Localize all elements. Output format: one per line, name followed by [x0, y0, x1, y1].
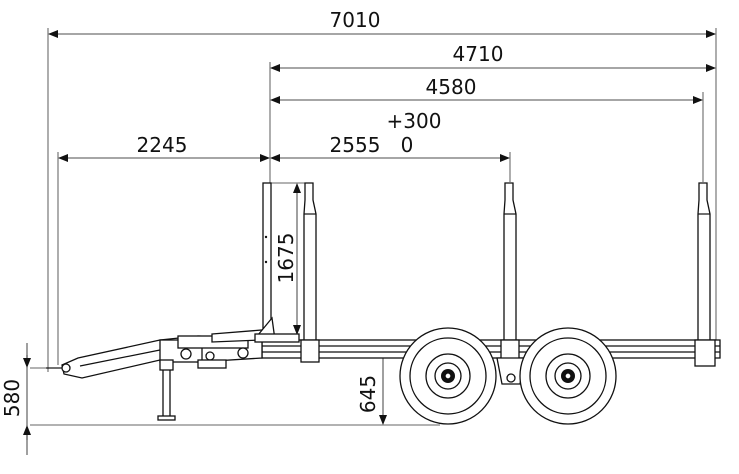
dim-text-2555: 2555 — [330, 133, 381, 157]
dim-line-645: 645 — [356, 345, 387, 425]
dim-line-4710: 4710 — [270, 42, 716, 72]
drawbar — [46, 329, 263, 379]
dim-text-4710: 4710 — [453, 42, 504, 66]
dim-text-580: 580 — [0, 379, 24, 417]
dim-line-7010: 7010 — [48, 8, 716, 38]
dim-line-4580: 4580 — [270, 75, 703, 104]
stake-rear — [694, 182, 716, 367]
trailer — [46, 182, 721, 425]
dim-text-645: 645 — [356, 375, 380, 413]
dim-text-2245: 2245 — [137, 133, 188, 157]
dim-line-2555: 2555 0 — [270, 133, 510, 162]
extension-lines — [30, 28, 717, 426]
wheel-rear — [519, 327, 617, 425]
dim-text-tolerance-plus: +300 — [387, 109, 442, 133]
wheel-front — [399, 327, 497, 425]
stake-front — [300, 182, 320, 363]
support-leg — [157, 359, 176, 421]
dim-text-7010: 7010 — [330, 8, 381, 32]
dim-line-2245: 2245 — [58, 133, 270, 162]
bogie — [496, 357, 526, 385]
dim-line-1675: 1675 — [274, 183, 301, 335]
dim-text-tolerance-zero: 0 — [401, 133, 414, 157]
front-headboard — [254, 182, 300, 343]
stake-middle — [500, 182, 520, 363]
dim-text-1675: 1675 — [274, 233, 298, 284]
dim-line-580: 580 — [0, 343, 31, 455]
dim-text-4580: 4580 — [426, 75, 477, 99]
